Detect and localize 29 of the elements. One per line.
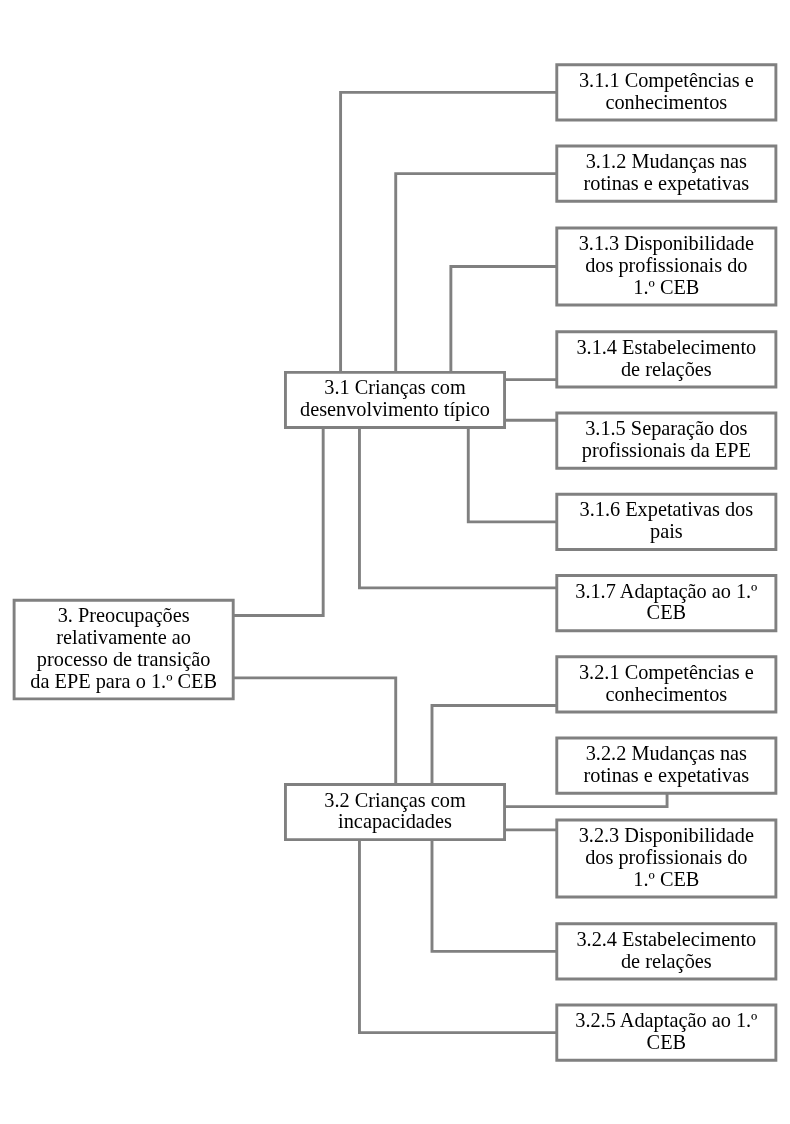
node-box: 3.1.4 Estabelecimento de relações <box>555 329 778 388</box>
node-box: 3.1 Crianças com desenvolvimento típico <box>284 370 506 429</box>
node-box: 3.1.6 Expetativas dos pais <box>555 492 778 551</box>
node-box: 3.1.7 Adaptação ao 1.º CEB <box>555 573 778 632</box>
connector <box>430 839 557 953</box>
connector <box>449 264 557 372</box>
connector <box>430 703 557 784</box>
node-box: 3.2.5 Adaptação ao 1.º CEB <box>555 1003 778 1062</box>
node-box: 3.2.4 Estabelecimento de relações <box>555 921 778 980</box>
connector <box>358 427 557 589</box>
connector <box>339 90 557 372</box>
connector <box>504 418 557 422</box>
connector <box>358 839 557 1034</box>
node-box: 3.2.1 Competências e conhecimentos <box>555 654 778 713</box>
connector <box>233 675 398 784</box>
node-box: 3.2.2 Mudanças nas rotinas e expetativas <box>555 736 778 795</box>
node-box: 3.1.1 Competências e conhecimentos <box>555 62 778 121</box>
node-box: 3.2.3 Disponibilidade dos profissionais do 1.º CEB <box>555 818 778 898</box>
connector <box>504 377 557 381</box>
connector <box>233 427 325 617</box>
node-box: 3.1.2 Mudanças nas rotinas e expetativas <box>555 144 778 203</box>
node-box: 3. Preocupações relativamente ao processo de transição da EPE para o 1.º CEB <box>12 598 235 700</box>
node-box: 3.2 Crianças com incapacidades <box>284 782 506 841</box>
connector <box>466 427 557 523</box>
node-box: 3.1.3 Disponibilidade dos profissionais do 1.º CEB <box>555 226 778 306</box>
connector <box>504 827 557 831</box>
connector <box>394 171 557 372</box>
node-box: 3.1.5 Separação dos profissionais da EPE <box>555 411 778 470</box>
connector <box>504 793 669 808</box>
